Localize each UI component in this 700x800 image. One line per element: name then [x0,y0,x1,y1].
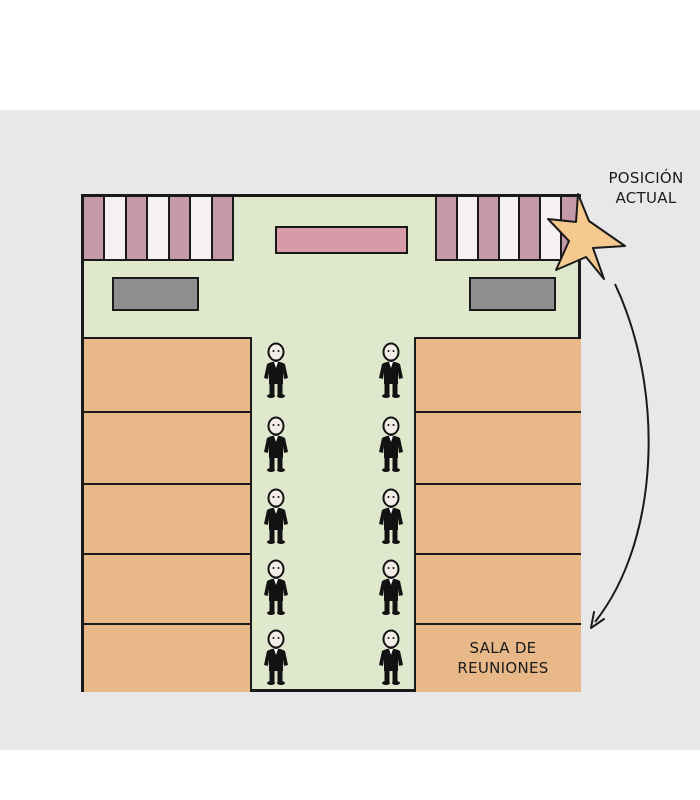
person-icon [261,629,291,685]
person-icon [376,488,406,544]
person-icon [376,629,406,685]
shelf-segment [437,197,458,259]
desk-block-right [414,411,581,485]
shelf-segment [520,197,542,259]
person-icon [261,559,291,615]
desk-block-left [84,623,252,692]
shelf-segment [212,197,232,259]
shelf-segment [478,197,500,259]
shelf-segment [84,197,106,259]
shelf-segment [169,197,192,259]
person-icon [376,416,406,472]
meeting-room [414,623,581,692]
shelf-segment [499,197,521,259]
meeting-room-label-line1: SALA DE [469,639,537,657]
person-icon [261,488,291,544]
shelf-left [84,197,234,261]
desk-block-right [414,483,581,555]
office-floor-plan [81,194,582,692]
person-icon [376,559,406,615]
shelf-right [435,197,582,261]
desk-block-left [84,337,252,413]
shelf-segment [457,197,479,259]
meeting-room-label-line2: REUNIONES [457,659,549,677]
person-icon [261,342,291,398]
star-icon [547,193,626,280]
curved-arrow-icon [590,283,650,629]
current-position-label: POSICIÓN ACTUAL [608,169,684,207]
person-icon [376,342,406,398]
person-icon [261,416,291,472]
shelf-segment [191,197,213,259]
gray-desk-right [469,277,556,311]
shelf-segment [126,197,149,259]
meeting-room-label: SALA DE REUNIONES [433,638,573,678]
gray-desk-left [112,277,199,311]
shelf-segment [148,197,170,259]
shelf-segment [105,197,127,259]
front-table [275,226,408,254]
desk-block-left [84,483,252,555]
